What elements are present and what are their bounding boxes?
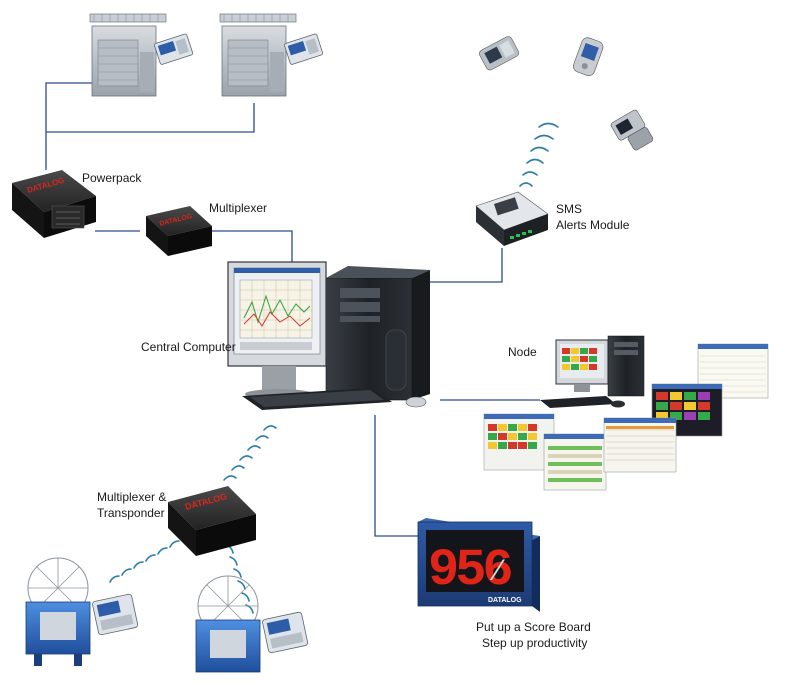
flat-knitting-machine-icon bbox=[89, 13, 194, 97]
multiplexer-transponder-label-line2: Transponder bbox=[97, 506, 165, 520]
node-label: Node bbox=[508, 345, 537, 359]
scoreboard-icon: 956 ⁄ DATALOG bbox=[417, 518, 540, 612]
sms-label-line2: Alerts Module bbox=[556, 218, 630, 232]
sms-wireless-signal bbox=[519, 122, 559, 187]
mobile-phone-icon bbox=[573, 37, 604, 76]
central-computer-label: Central Computer bbox=[141, 340, 236, 354]
wireless-signal-icon bbox=[109, 122, 559, 614]
central-computer bbox=[227, 261, 430, 410]
powerpack-label: Powerpack bbox=[82, 171, 142, 185]
multiplexer-label: Multiplexer bbox=[209, 201, 268, 215]
sms-alerts-module bbox=[475, 191, 549, 246]
scoreboard-brand-text: DATALOG bbox=[488, 597, 522, 604]
machine-bus-line bbox=[46, 103, 255, 133]
mouse bbox=[405, 396, 427, 408]
monitor-screenshot-icon bbox=[483, 413, 555, 471]
transponder-right-wireless-signal bbox=[225, 544, 254, 614]
computer-to-scoreboard-line bbox=[374, 415, 418, 537]
connector-lines bbox=[45, 82, 540, 537]
powerpack-device: DATALOG bbox=[12, 170, 96, 238]
multiplexer-to-computer-line bbox=[212, 230, 293, 262]
mobile-phone-icon bbox=[610, 109, 654, 151]
multiplexer-transponder-device: DATALOG bbox=[168, 486, 256, 556]
computer-to-sms-line bbox=[424, 248, 503, 283]
sms-label-line1: SMS bbox=[556, 202, 583, 216]
circular-knitting-machine-icon bbox=[195, 575, 309, 673]
monitor-screenshot-icon bbox=[603, 417, 677, 473]
computer-wireless-signal bbox=[223, 425, 277, 481]
mobile-phone-icon bbox=[479, 36, 520, 71]
circular-knitting-machine-icon bbox=[25, 557, 139, 666]
scoreboard-digits: 956 bbox=[428, 541, 511, 600]
multiplexer-transponder-label-line1: Multiplexer & bbox=[97, 490, 167, 504]
node-computer bbox=[540, 335, 645, 408]
multiplexer-device: DATALOG bbox=[146, 206, 212, 256]
monitor-screenshot-icon bbox=[543, 433, 607, 491]
scoreboard-label-line1: Put up a Score Board bbox=[476, 620, 591, 634]
scoreboard-label-line2: Step up productivity bbox=[482, 636, 588, 650]
transponder-left-wireless-signal bbox=[109, 540, 180, 583]
flat-knitting-machine-icon bbox=[219, 13, 324, 97]
